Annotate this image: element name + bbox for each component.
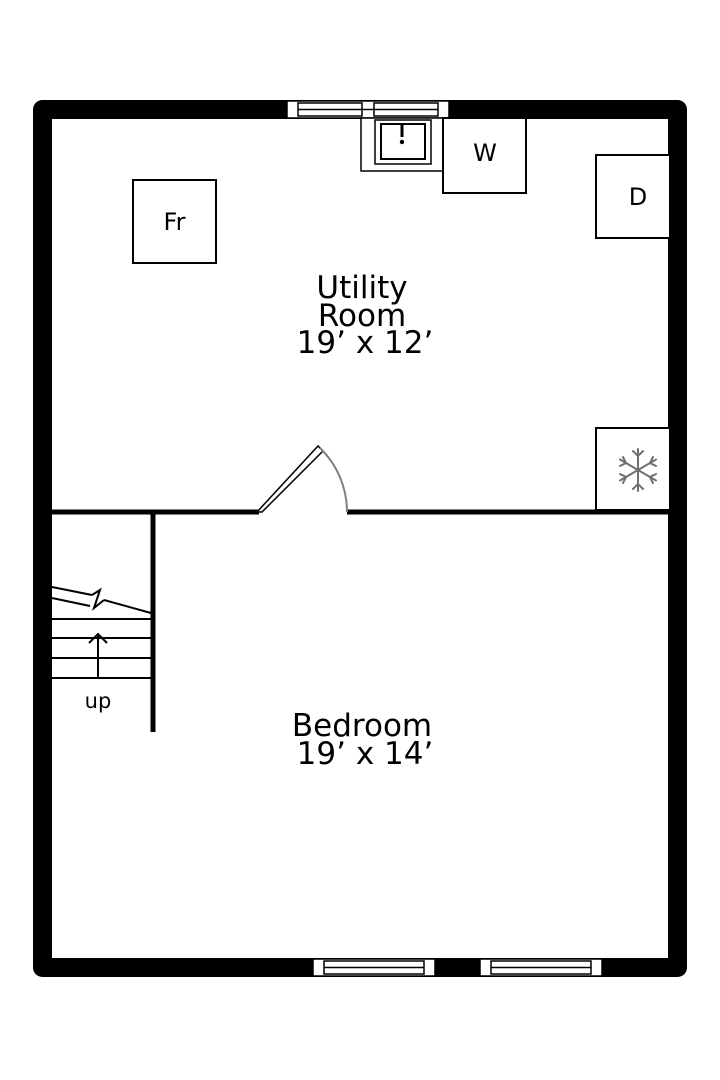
fridge-label: Fr <box>164 208 186 236</box>
utility-room-dimensions: 19’ x 12’ <box>297 325 434 361</box>
bedroom-dimensions: 19’ x 14’ <box>297 736 434 772</box>
washer-label: W <box>473 139 497 167</box>
dryer-label: D <box>629 183 647 211</box>
stair-direction-label: up <box>85 689 112 713</box>
dryer: D <box>595 154 671 239</box>
bottom-window-right <box>479 958 603 977</box>
fridge: Fr <box>132 179 217 264</box>
top-window <box>286 100 450 119</box>
utility-room-name-line1: Utility <box>316 270 407 306</box>
stairs: up <box>51 586 152 713</box>
bedroom-name: Bedroom <box>292 708 432 744</box>
sink <box>360 117 444 172</box>
bottom-window-left <box>312 958 436 977</box>
utility-room-name-line2: Room <box>318 298 406 334</box>
door <box>255 444 349 513</box>
bedroom-label: Bedroom 19’ x 14’ <box>292 708 433 772</box>
utility-room-label: Utility Room 19’ x 12’ <box>297 270 434 361</box>
washer: W <box>442 117 527 194</box>
hvac-unit <box>595 427 671 511</box>
snowflake-icon <box>619 448 657 492</box>
